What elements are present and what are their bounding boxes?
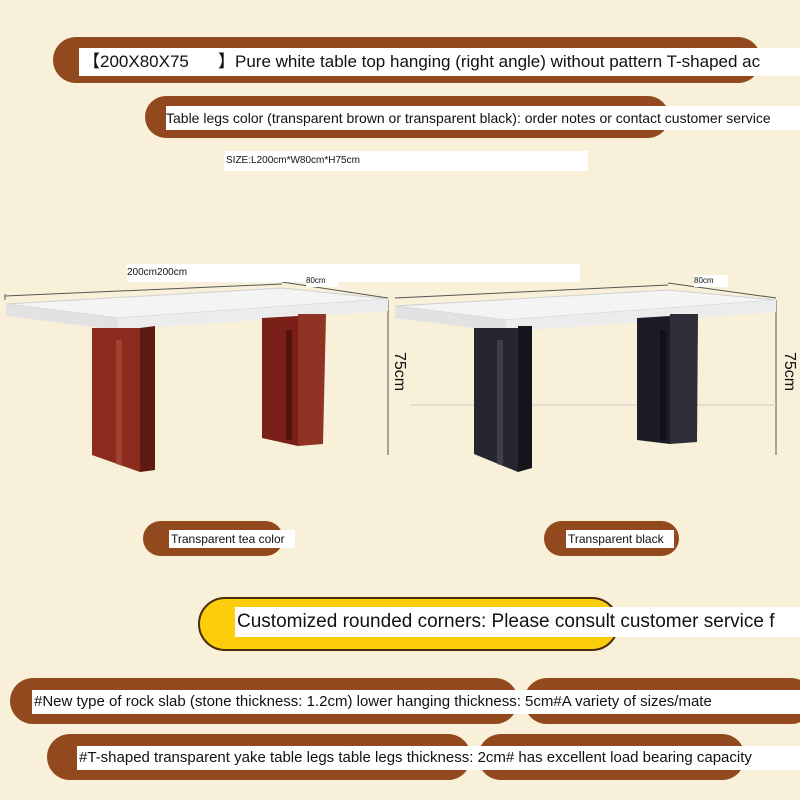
legs-note-text: Table legs color (transparent brown or t… [166, 106, 800, 130]
width-dimension-left: 80cm [306, 275, 338, 287]
feature-text-2: #T-shaped transparent yake table legs ta… [77, 746, 800, 770]
option-label-black: Transparent black [566, 530, 674, 548]
dimension-lines-right [394, 282, 777, 455]
width-dimension-right: 80cm [694, 275, 728, 287]
rounded-corners-text: Customized rounded corners: Please consu… [235, 607, 800, 637]
feature-text-1: #New type of rock slab (stone thickness:… [32, 690, 800, 714]
length-dimension-label: 200cm200cm [127, 264, 580, 282]
dimension-lines-left [4, 281, 389, 455]
option-label-tea: Transparent tea color [169, 530, 295, 548]
size-code-label: 【200X80X75 [79, 48, 216, 76]
size-line: SIZE:L200cm*W80cm*H75cm [224, 151, 588, 171]
table-tea-color [5, 287, 389, 472]
height-dimension-right: 75cm [781, 352, 798, 392]
title-description: 】Pure white table top hanging (right ang… [214, 48, 800, 76]
height-dimension-left: 75cm [391, 352, 408, 392]
table-black [394, 289, 777, 472]
